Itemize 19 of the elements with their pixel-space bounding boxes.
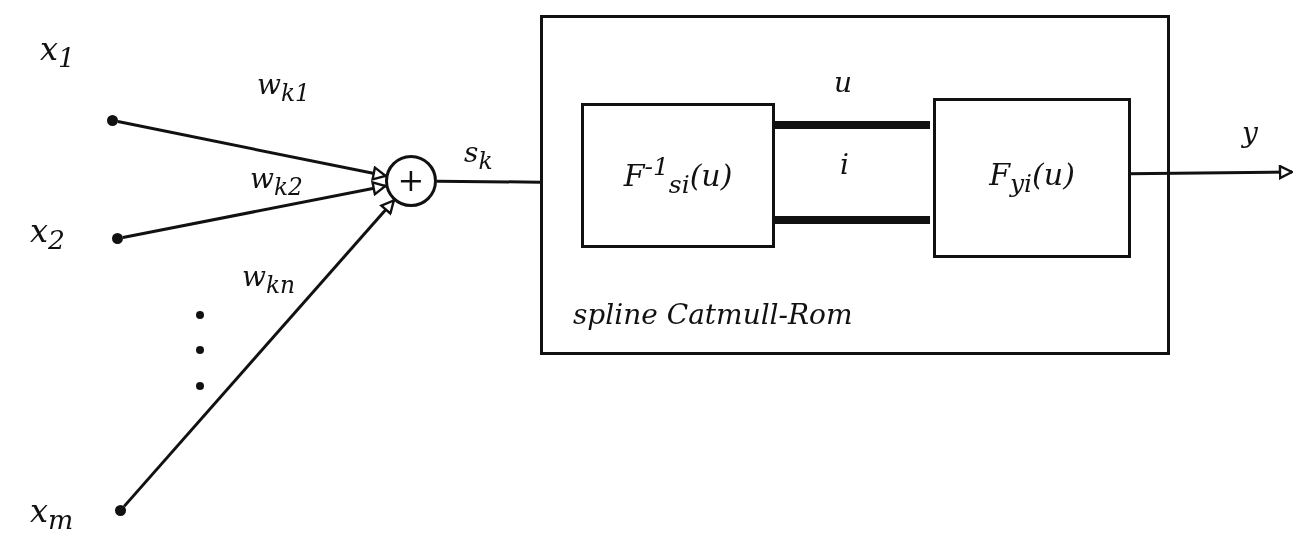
- spline-block: [540, 15, 1170, 355]
- input-label: x$_{2}$: [30, 212, 65, 256]
- input-dot: [107, 115, 118, 126]
- connector-line: [1128, 164, 1294, 180]
- input-label: x$_{1}$: [40, 30, 75, 74]
- input-dot: [115, 505, 126, 516]
- connector-line: [122, 181, 387, 239]
- plus-sign: +: [397, 163, 425, 199]
- input-dot: [112, 233, 123, 244]
- input-label: x$_{m}$: [30, 492, 74, 536]
- function-label: F$^{-1}$$_{si}$(u): [623, 152, 733, 199]
- function-label: F$_{yi}$(u): [989, 158, 1075, 198]
- block-caption: spline Catmull-Rom: [573, 298, 853, 331]
- summation-circle: [385, 155, 437, 207]
- connector-line: [437, 179, 540, 184]
- connector-line: [117, 120, 387, 181]
- function-box: [933, 98, 1131, 258]
- connector-line: [123, 199, 395, 508]
- function-box: [581, 103, 775, 248]
